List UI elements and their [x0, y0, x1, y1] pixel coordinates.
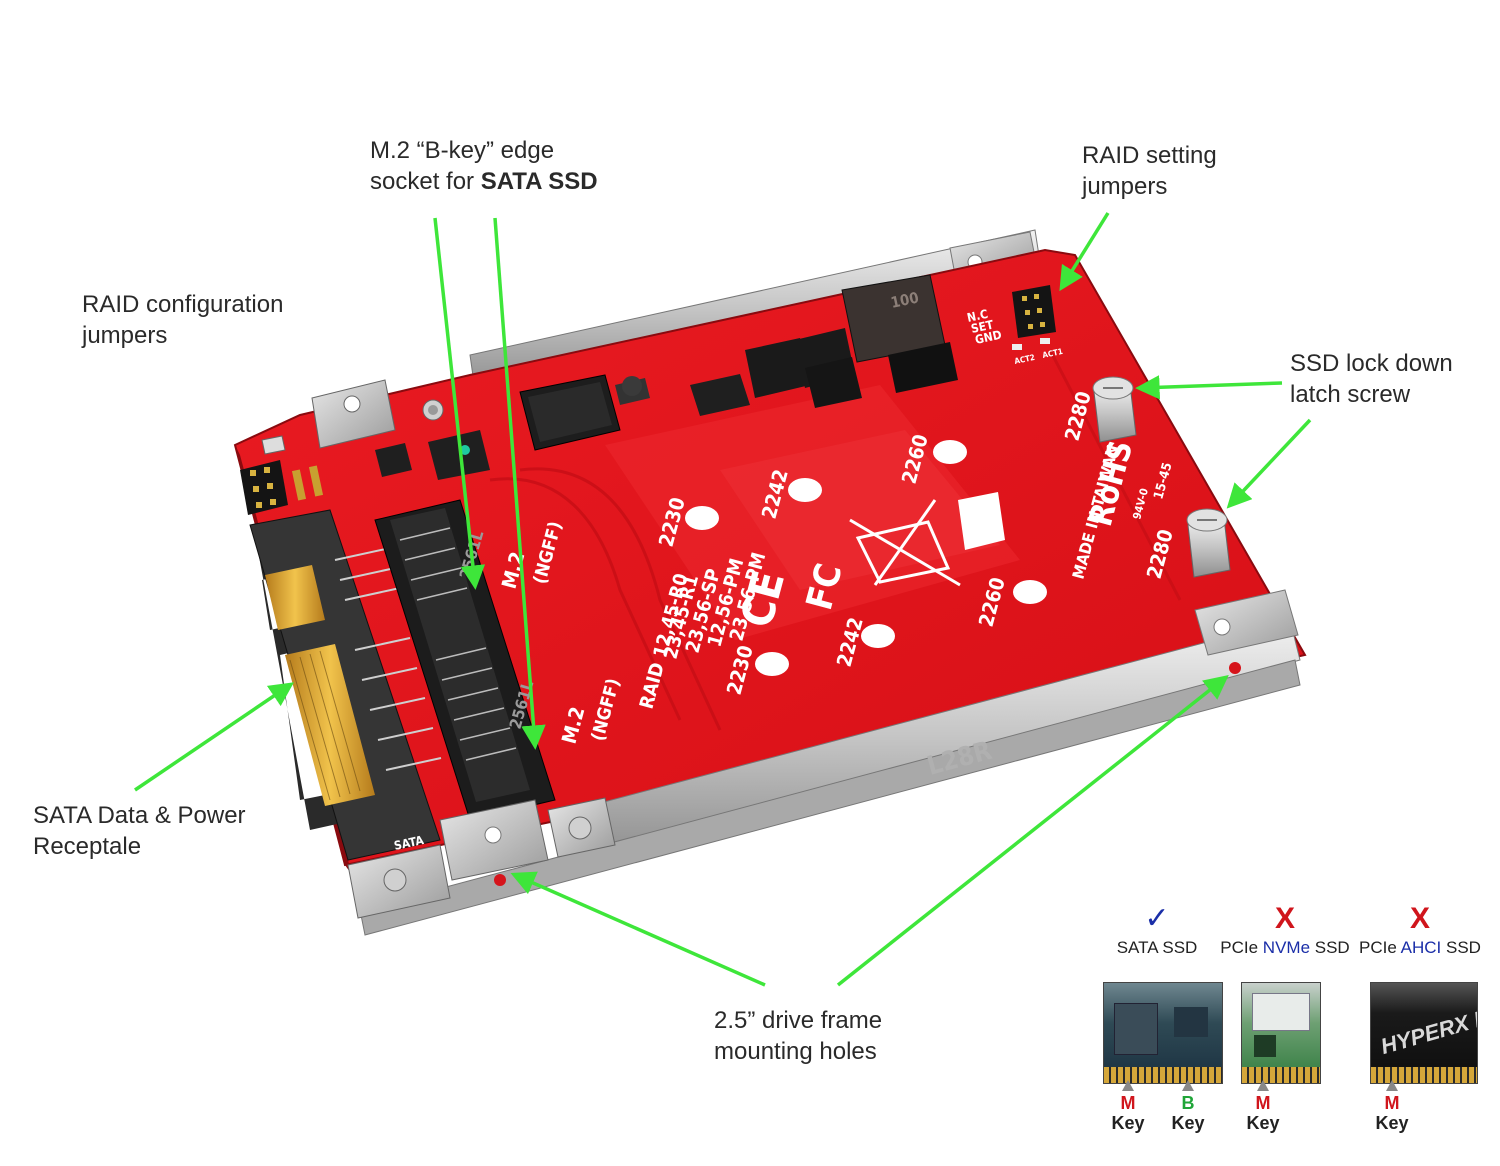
raid-setting-jumpers: N.C SET GND ACT2 ACT1 [966, 285, 1064, 366]
svg-text:SATA: SATA [393, 833, 426, 853]
raid-config-jumpers [240, 435, 324, 515]
m-key-marker-icon [1386, 1080, 1398, 1091]
label-lock-screw: SSD lock down latch screw [1290, 350, 1453, 408]
latch-screw-top [1092, 376, 1137, 443]
svg-text:ACT1: ACT1 [1042, 347, 1064, 360]
pcb-mounting-holes [685, 440, 1047, 676]
m-key-marker-icon [1257, 1080, 1269, 1091]
svg-text:ACT2: ACT2 [1014, 353, 1036, 366]
left-bracket [311, 379, 444, 449]
b-key-marker-icon [1182, 1080, 1194, 1091]
raid-controller-chip [519, 374, 621, 451]
arrow-mount-left [510, 871, 766, 987]
ssd-card-sata [1103, 982, 1223, 1084]
compat-sata-ssd: ✓ SATA SSD [1092, 900, 1222, 958]
key-label-sata-b: B Key [1171, 1093, 1205, 1133]
svg-text:100: 100 [889, 288, 920, 311]
ssd-card-nvme [1241, 982, 1321, 1084]
label-raid-setting: RAID setting jumpers [1082, 142, 1217, 200]
arrow-raid-setting [1059, 212, 1110, 292]
weee-symbol [849, 499, 961, 587]
label-raid-config: RAID configuration jumpers [82, 291, 284, 349]
sata-receptacle: SATA [249, 509, 442, 861]
m2-socket: 2561L 2561L [374, 499, 556, 821]
label-mounting-holes: 2.5” drive frame mounting holes [714, 1007, 883, 1065]
arrow-lock-screw-top [1135, 375, 1283, 400]
key-label-ahci-m: M Key [1375, 1093, 1409, 1133]
svg-text:SET: SET [970, 317, 996, 336]
compat-pcie-ahci: X PCIe AHCI SSD [1355, 900, 1485, 958]
x-icon: X [1274, 902, 1295, 935]
inductor: 100 [841, 274, 958, 393]
frame-rail-front: L28R [347, 589, 1301, 936]
pcb-silkscreen: M.2 (NGFF) M.2 (NGFF) RAID 12,45-R0 23,4… [497, 389, 1178, 747]
m-key-marker-icon [1122, 1080, 1134, 1091]
arrow-m2-socket-right [493, 217, 546, 750]
svg-text:GND: GND [974, 328, 1003, 347]
compat-pcie-nvme: X PCIe NVMe SSD [1220, 902, 1350, 957]
arrow-mount-right [836, 674, 1229, 987]
svg-text:N.C: N.C [966, 307, 990, 325]
ssd-compatibility-panel: ✓ SATA SSD M Key B Key X PCIe NVMe SSD M… [1100, 900, 1500, 1166]
check-icon: ✓ [1144, 902, 1170, 935]
key-label-sata-m: M Key [1111, 1093, 1145, 1133]
arrow-lock-screw-bottom [1226, 418, 1312, 509]
pointer-arrows [134, 212, 1312, 987]
label-m2-socket: M.2 “B-key” edge socket for SATA SSD [370, 137, 598, 195]
label-sata-receptacle: SATA Data & Power Receptale [33, 802, 246, 860]
arrow-sata [134, 682, 295, 792]
key-label-nvme-m: M Key [1246, 1093, 1280, 1133]
latch-screw-bottom [1186, 508, 1231, 578]
ssd-card-ahci: HYPERX PR [1370, 982, 1478, 1084]
arrow-m2-socket-left [433, 217, 486, 590]
x-icon: X [1409, 902, 1430, 935]
